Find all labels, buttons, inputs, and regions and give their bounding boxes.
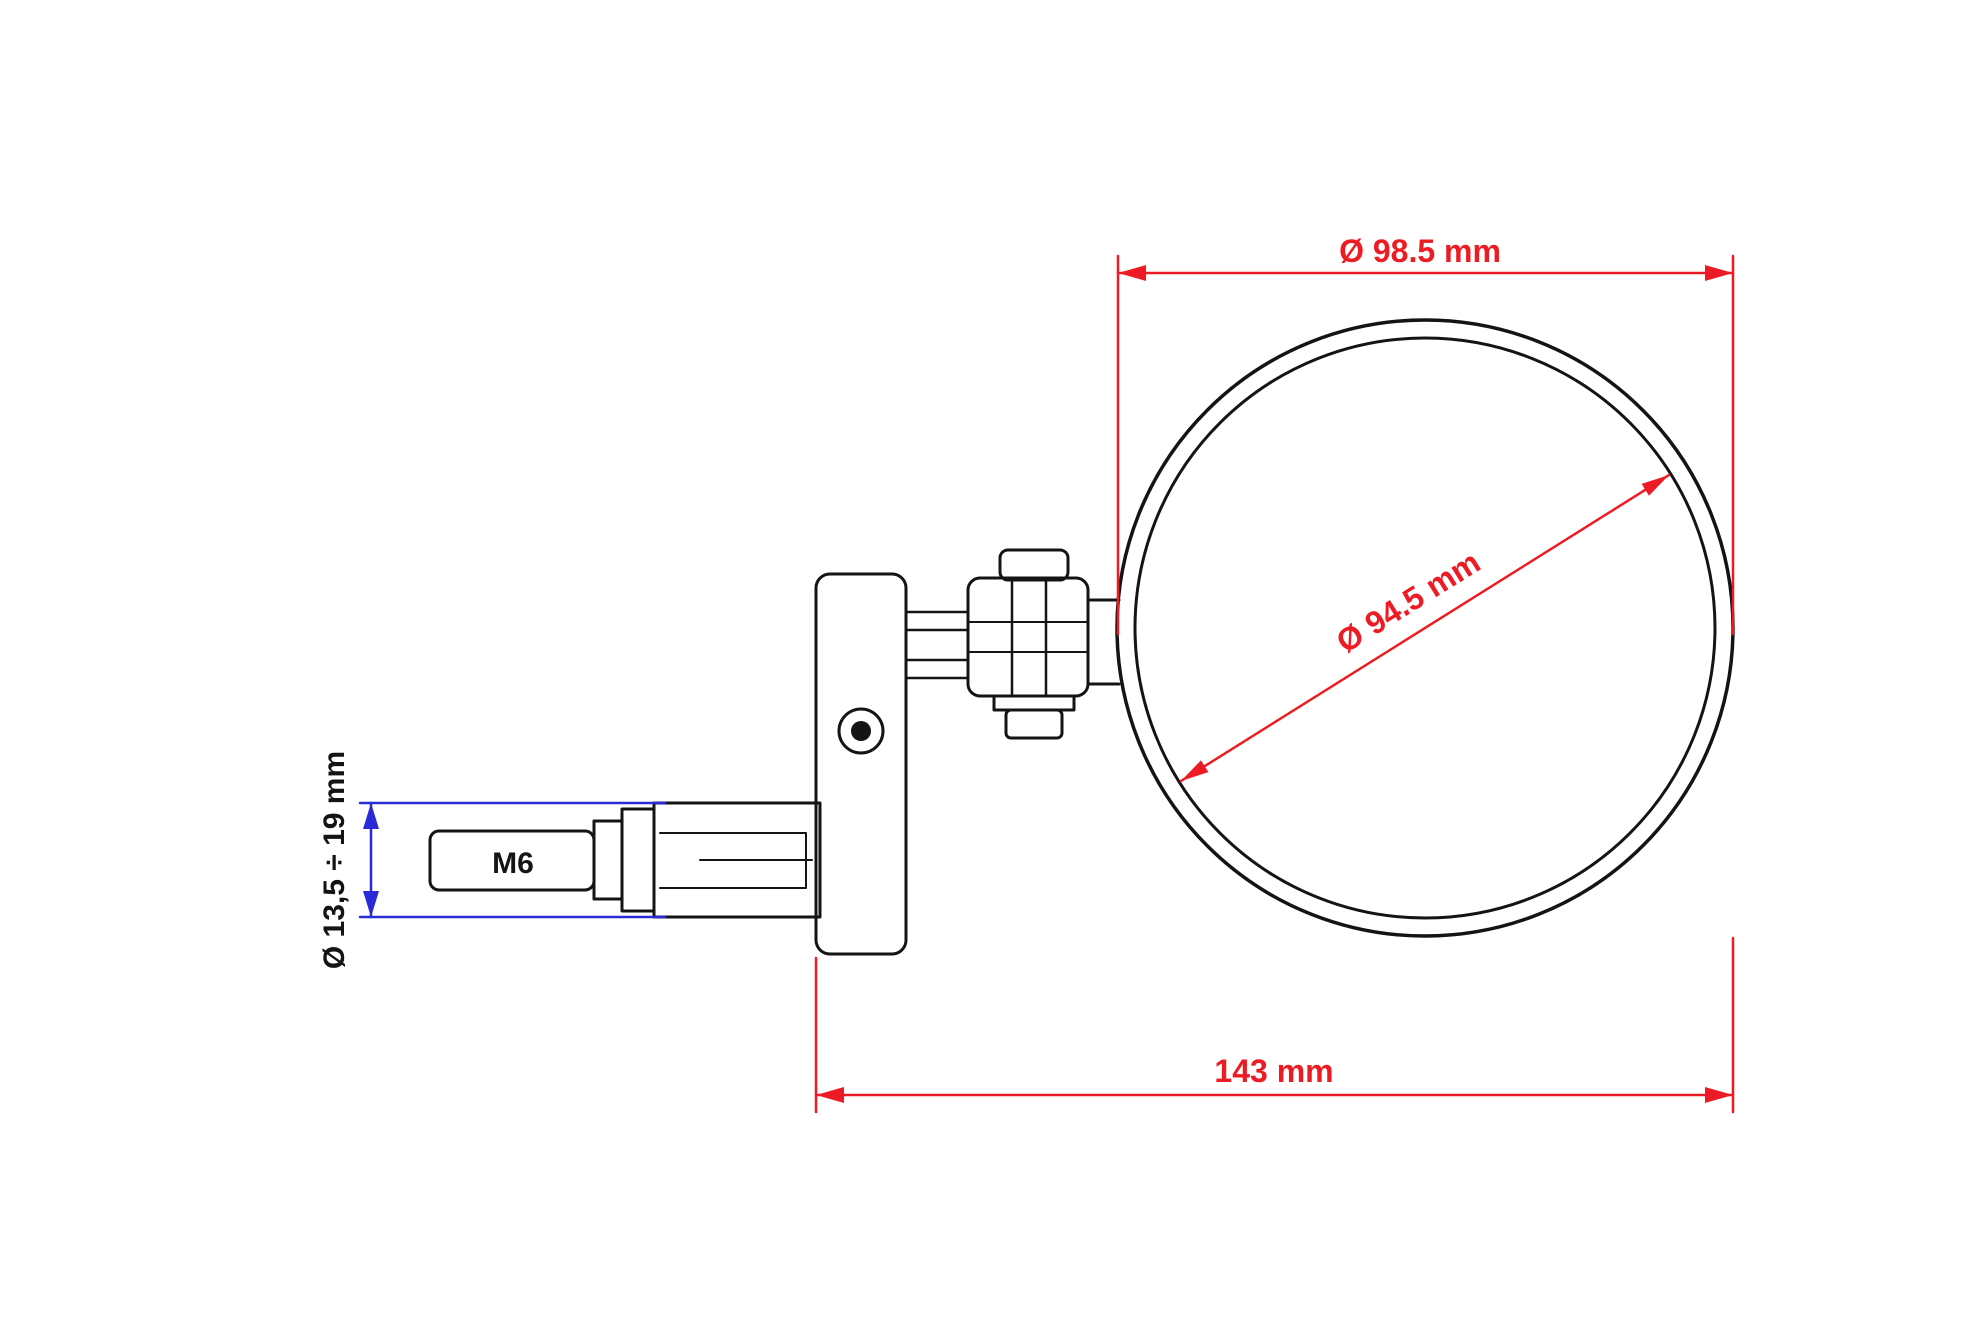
arrow-icon — [363, 891, 379, 917]
arrow-icon — [363, 803, 379, 829]
overall-length-label: 143 mm — [1214, 1053, 1333, 1089]
pivot-screw-icon — [837, 707, 885, 755]
hinge-nut — [1004, 708, 1064, 740]
arrow-icon — [1705, 265, 1733, 281]
hinge-body — [966, 576, 1090, 698]
pivot-screw-socket-icon — [851, 721, 871, 741]
hinge-bolt-shank — [1010, 576, 1048, 698]
arrow-icon — [1641, 475, 1669, 496]
outer-diameter-label: Ø 98.5 mm — [1339, 233, 1501, 269]
mirror-stem — [1086, 598, 1121, 686]
hinge-slot — [967, 621, 1089, 653]
mirror-glass-outline — [1133, 336, 1717, 920]
clamp-body — [814, 572, 908, 956]
thread-size-label: M6 — [492, 847, 534, 880]
mirror-diameter-label: Ø 94.5 mm — [1330, 544, 1486, 660]
hinge-bolt-head — [998, 548, 1070, 582]
expander-sleeve-detail — [659, 832, 813, 889]
expander-sleeve — [652, 801, 822, 919]
bolt-washer — [592, 819, 624, 901]
arrow-icon — [1705, 1087, 1733, 1103]
blue-arrowheads — [363, 803, 379, 917]
arm-detail — [904, 610, 970, 680]
arrow-icon — [1118, 265, 1146, 281]
bolt-spacer — [620, 807, 656, 913]
bar-inner-diameter-range-label: Ø 13,5 ÷ 19 mm — [318, 751, 351, 969]
dimension-line-mirror-diameter — [1179, 473, 1671, 783]
red-dimension-lines — [814, 254, 1735, 1114]
red-arrowheads — [816, 265, 1733, 1103]
hinge-washer — [992, 694, 1076, 712]
arrow-icon — [1181, 760, 1209, 781]
outline-drawing — [428, 318, 1735, 956]
arrow-icon — [816, 1087, 844, 1103]
